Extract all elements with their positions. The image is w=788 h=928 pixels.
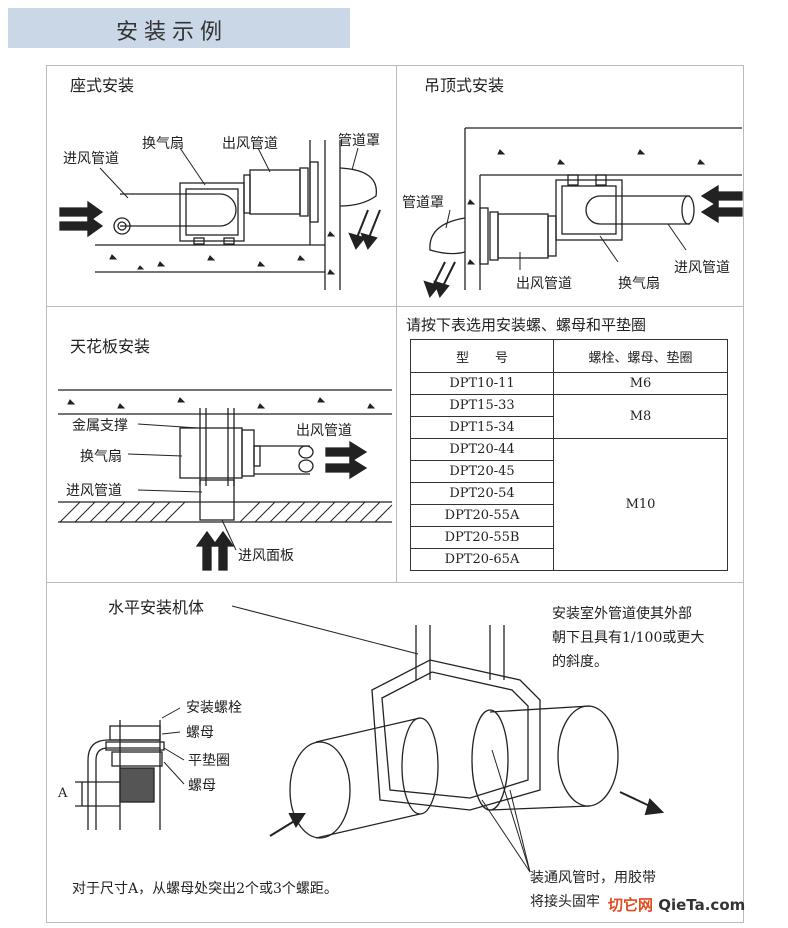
banner-title: 安装示例 <box>116 20 229 45</box>
slope-note-line: 的斜度。 <box>552 654 608 670</box>
ceiling-hang-heading: 吊顶式安装 <box>424 76 505 95</box>
ceiling-board-drawing <box>58 389 393 571</box>
board-fan-label: 换气扇 <box>80 449 122 465</box>
model-cell: DPT15-34 <box>410 416 554 439</box>
ceiling-hang-drawing <box>423 127 743 299</box>
bolt-label: 安装螺栓 <box>186 700 242 716</box>
washer-label: 平垫圈 <box>188 753 230 769</box>
watermark-domain: QieTa.com <box>653 896 746 914</box>
nut-label-bottom: 螺母 <box>188 778 216 794</box>
board-inlet-panel-label: 进风面板 <box>238 548 294 564</box>
hang-outlet-duct-label: 出风管道 <box>516 276 572 292</box>
model-cell: DPT20-54 <box>410 482 554 505</box>
tape-note-line: 装通风管时，用胶带 <box>530 870 656 886</box>
board-support-label: 金属支撑 <box>72 418 128 434</box>
tape-note-line: 将接头固牢 <box>530 894 600 910</box>
model-cell: DPT20-55A <box>410 504 554 527</box>
hang-duct-hood-label: 管道罩 <box>402 195 444 211</box>
col-header-model: 型 号 <box>410 339 554 373</box>
seat-inlet-duct-label: 进风管道 <box>63 151 119 167</box>
site-watermark: 切它网 QieTa.com <box>608 894 745 915</box>
horizontal-body-label: 水平安装机体 <box>108 598 205 617</box>
table-row: DPT20-55B <box>410 526 728 549</box>
seat-install-drawing <box>59 140 381 290</box>
table-row: DPT15-33 M8 <box>410 394 728 439</box>
model-cell: DPT10-11 <box>410 372 554 395</box>
table-row: DPT20-44 M10 <box>410 438 728 571</box>
diagram-frame <box>46 65 744 923</box>
table-row: DPT10-11 M6 <box>410 372 728 395</box>
bolt-spec-table: 型 号 螺栓、螺母、垫圈 DPT10-11 M6 DPT15-33 M8 DPT… <box>410 339 728 571</box>
slope-note: 安装室外管道使其外部 朝下且具有1/100或更大 的斜度。 <box>552 602 704 674</box>
watermark-cn: 切它网 <box>608 896 654 914</box>
model-cell: DPT20-65A <box>410 548 554 571</box>
seat-duct-hood-label: 管道罩 <box>338 133 380 149</box>
table-caption: 请按下表选用安装螺、螺母和平垫圈 <box>406 316 647 334</box>
model-cell: DPT20-44 <box>410 438 554 461</box>
size-cell: M8 <box>553 394 728 439</box>
nut-label-top: 螺母 <box>186 725 214 741</box>
model-cell: DPT20-45 <box>410 460 554 483</box>
dimension-a-note: 对于尺寸A，从螺母处突出2个或3个螺距。 <box>72 881 338 897</box>
seat-install-heading: 座式安装 <box>70 76 135 95</box>
size-cell: M6 <box>553 372 728 395</box>
divider <box>46 582 743 583</box>
slope-note-line: 朝下且具有1/100或更大 <box>552 630 705 646</box>
seat-outlet-duct-label: 出风管道 <box>222 136 278 152</box>
table-row: DPT20-45 <box>410 460 728 483</box>
seat-fan-label: 换气扇 <box>142 136 184 152</box>
horizontal-install-drawing <box>75 605 665 873</box>
model-cell: DPT15-33 <box>410 394 554 417</box>
slope-note-line: 安装室外管道使其外部 <box>552 606 692 622</box>
table-row: DPT20-54 <box>410 482 728 505</box>
table-row: DPT20-65A <box>410 548 728 571</box>
section-banner: 安装示例 <box>8 8 350 48</box>
divider <box>396 65 397 582</box>
hang-fan-label: 换气扇 <box>618 276 660 292</box>
size-cell: M10 <box>553 438 728 571</box>
ceiling-board-heading: 天花板安装 <box>70 337 151 356</box>
model-cell: DPT20-55B <box>410 526 554 549</box>
board-outlet-duct-label: 出风管道 <box>296 423 352 439</box>
table-header-row: 型 号 螺栓、螺母、垫圈 <box>410 339 728 373</box>
dimension-a-label: A <box>58 786 68 801</box>
hang-inlet-duct-label: 进风管道 <box>674 260 730 276</box>
col-header-parts: 螺栓、螺母、垫圈 <box>553 339 728 373</box>
tape-note: 装通风管时，用胶带 将接头固牢 <box>530 866 656 914</box>
board-inlet-duct-label: 进风管道 <box>66 483 122 499</box>
divider <box>46 306 743 307</box>
